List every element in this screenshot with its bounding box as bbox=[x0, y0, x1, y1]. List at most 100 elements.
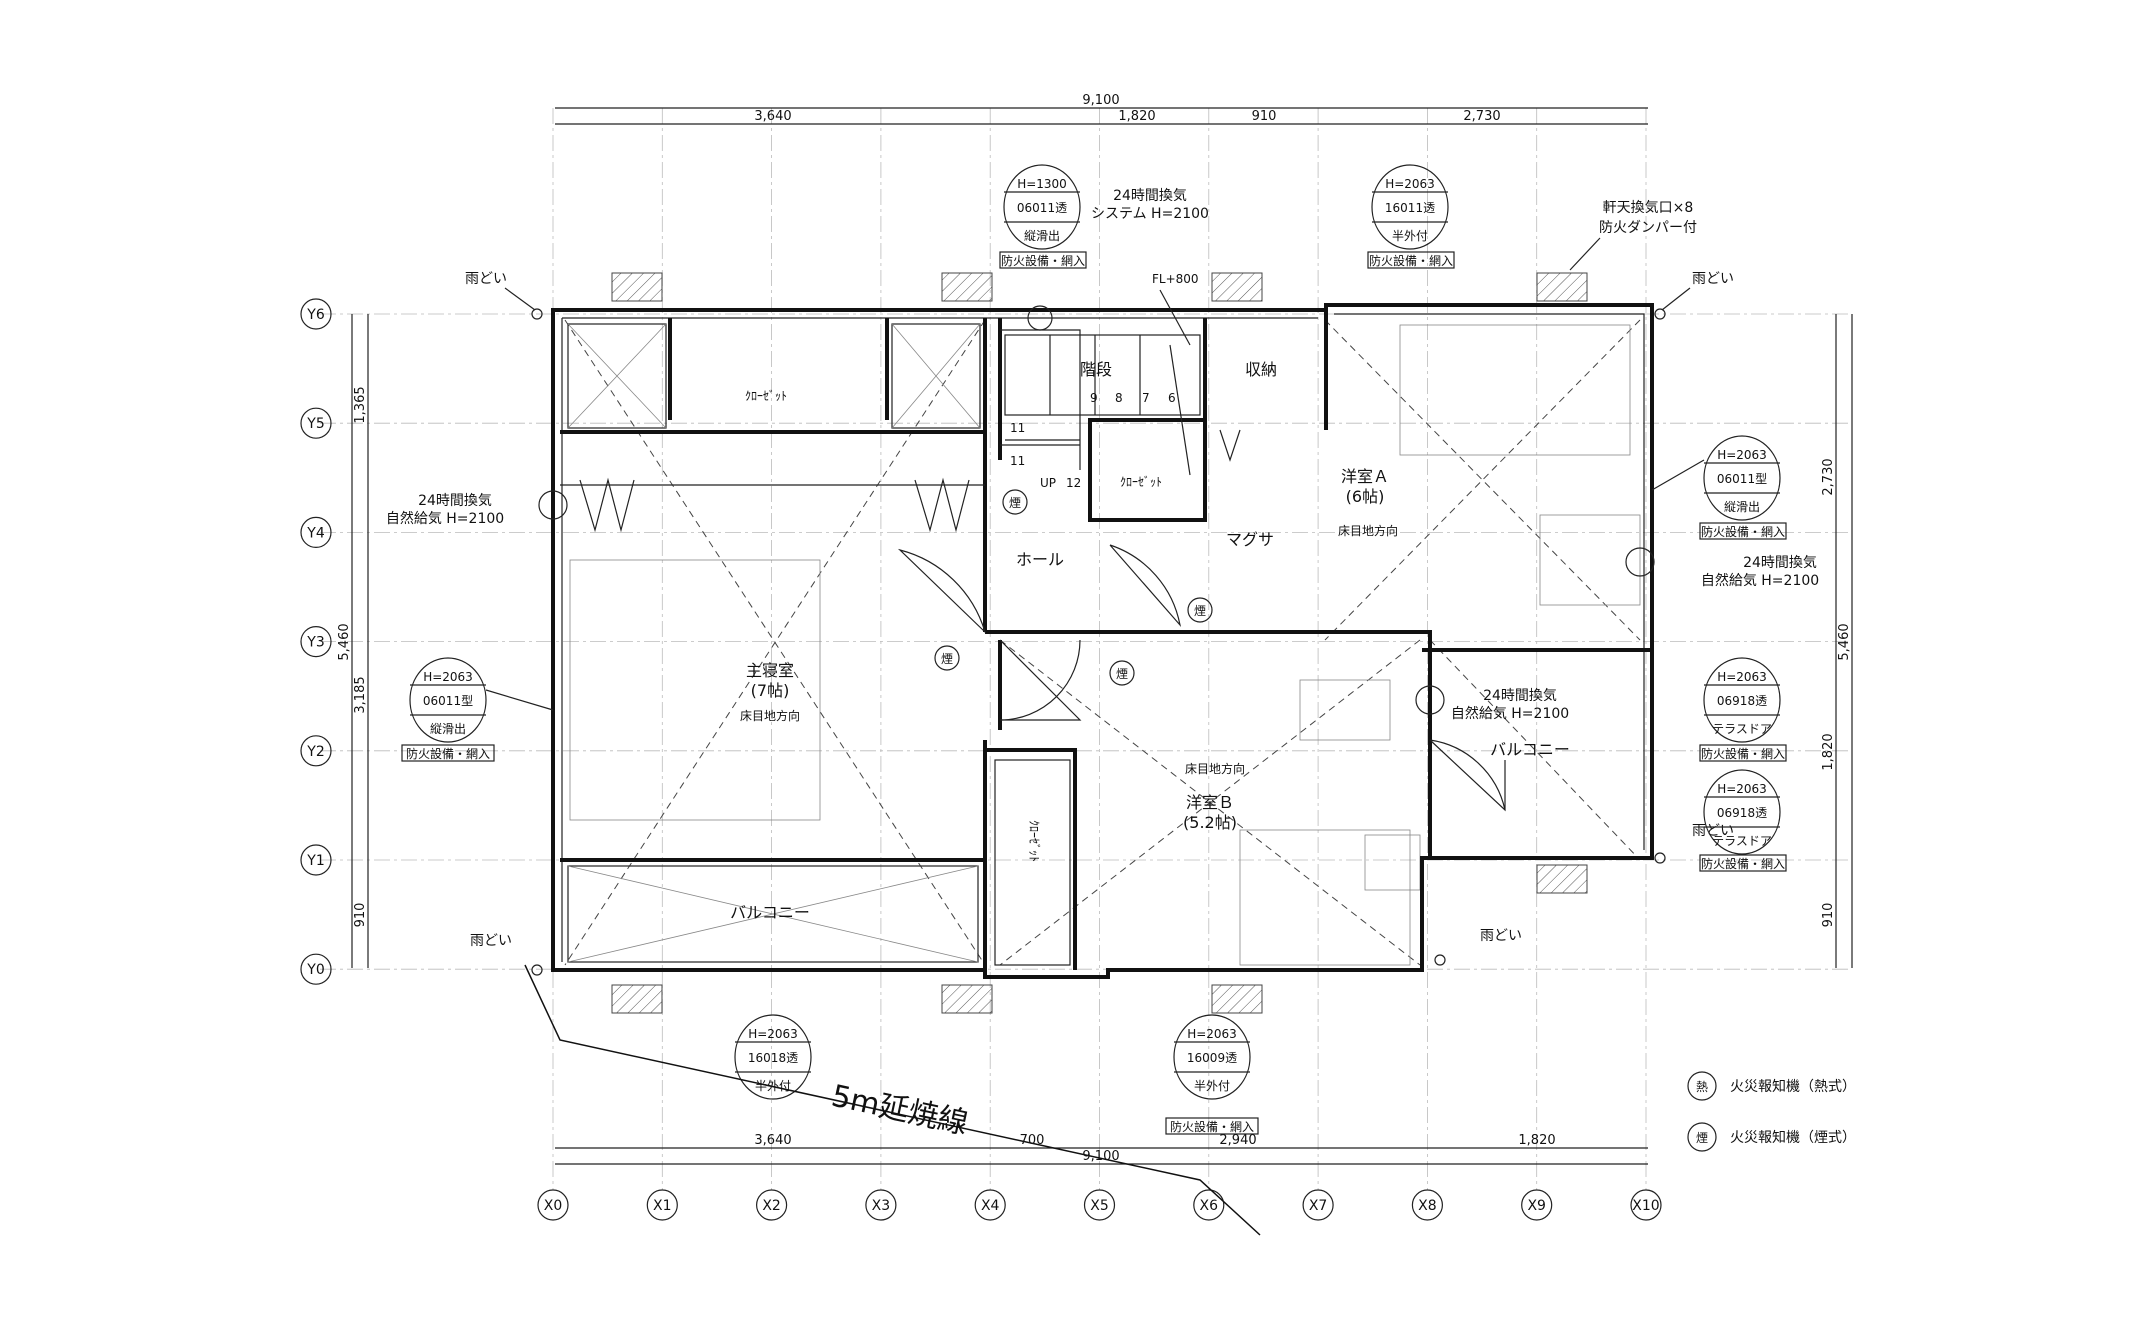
stair-num-11b: 11 bbox=[1010, 454, 1025, 468]
room-storage: 収納 bbox=[1245, 360, 1277, 379]
room-magusa: マグサ bbox=[1226, 530, 1274, 549]
room-a-name: 洋室Ａ bbox=[1341, 467, 1389, 486]
eave-vents bbox=[611, 272, 1588, 1014]
dim-right-1: 2,730 bbox=[1821, 458, 1836, 495]
wr3-code: 06918透 bbox=[1717, 806, 1767, 820]
fire-line-label: 5m延焼線 bbox=[828, 1079, 971, 1142]
wl-note: 防火設備・網入 bbox=[406, 746, 490, 761]
axis-label-y4: Y4 bbox=[306, 525, 325, 541]
axis-bubble-x1 bbox=[646, 1189, 678, 1221]
room-closet-b: ｸﾛｰｾﾞｯﾄ bbox=[1027, 820, 1041, 862]
axis-label-x9: X9 bbox=[1527, 1198, 1546, 1214]
wr1-code: 06011型 bbox=[1717, 472, 1767, 486]
axis-bubble-y5 bbox=[300, 407, 332, 439]
top-dimensions: 9,100 3,640 1,820 910 2,730 bbox=[555, 93, 1648, 125]
axis-bubble-x3 bbox=[865, 1189, 897, 1221]
axis-bubble-y0 bbox=[300, 953, 332, 985]
wt2-h: H=2063 bbox=[1385, 177, 1435, 191]
left-dimensions: 1,365 3,185 910 5,460 bbox=[337, 314, 369, 968]
room-b-size: (5.2帖) bbox=[1183, 813, 1237, 832]
legend: 熱 火災報知機（熱式） 煙 火災報知機（煙式） bbox=[1687, 1071, 1856, 1152]
wl-h: H=2063 bbox=[423, 670, 473, 684]
room-labels: ｸﾛｰｾﾞｯﾄ 階段 収納 ｸﾛｰｾﾞｯﾄ 洋室Ａ (6帖) 床目地方向 ホール… bbox=[730, 360, 1570, 922]
legend-sym-smoke: 煙 bbox=[1696, 1131, 1708, 1145]
gutter-bottom-right: 雨どい bbox=[1480, 928, 1522, 944]
dim-right-3: 910 bbox=[1821, 903, 1836, 928]
wr2-code: 06918透 bbox=[1717, 694, 1767, 708]
bottom-dimensions: 3,640 700 2,940 1,820 9,100 bbox=[555, 1133, 1648, 1165]
room-diagonals bbox=[564, 319, 1641, 966]
axis-label-y6: Y6 bbox=[306, 307, 325, 323]
wt2-code: 16011透 bbox=[1385, 201, 1435, 215]
stair-up: UP bbox=[1040, 476, 1056, 490]
wb2-note: 防火設備・網入 bbox=[1170, 1119, 1254, 1134]
dim-top-2: 1,820 bbox=[1118, 109, 1155, 124]
axis-label-x6: X6 bbox=[1200, 1198, 1219, 1214]
window-tag-left: H=2063 06011型 縦滑出 防火設備・網入 bbox=[401, 657, 554, 762]
wt1-code: 06011透 bbox=[1017, 201, 1067, 215]
room-balcony-bottom: バルコニー bbox=[730, 903, 810, 922]
window-tag-right2: H=2063 06918透 テラスドア 防火設備・網入 bbox=[1699, 657, 1787, 762]
axis-label-x0: X0 bbox=[544, 1198, 563, 1214]
vent-right-2: 自然給気 H=2100 bbox=[1701, 572, 1819, 589]
wr2-h: H=2063 bbox=[1717, 670, 1767, 684]
gutter-top-right: 雨どい bbox=[1692, 271, 1734, 287]
room-closet-mid: ｸﾛｰｾﾞｯﾄ bbox=[1120, 475, 1162, 489]
vent-top-1: 24時間換気 bbox=[1113, 188, 1187, 204]
axis-bubble-y2 bbox=[300, 735, 332, 767]
furniture-outlines bbox=[569, 324, 1641, 966]
walls bbox=[551, 303, 1654, 979]
axis-label-y2: Y2 bbox=[306, 744, 324, 760]
wr3-note: 防火設備・網入 bbox=[1701, 856, 1785, 871]
window-tag-bottom1: H=2063 16018透 半外付 bbox=[734, 1014, 812, 1100]
axis-label-x3: X3 bbox=[872, 1198, 891, 1214]
stair-num-11a: 11 bbox=[1010, 421, 1025, 435]
stairs: 9 8 7 6 11 11 UP 12 FL+800 bbox=[1004, 272, 1201, 490]
axis-label-y1: Y1 bbox=[306, 853, 324, 869]
wb2-type: 半外付 bbox=[1194, 1079, 1230, 1093]
dim-bottom-3: 2,940 bbox=[1219, 1133, 1256, 1148]
vent-left-label: 24時間換気 自然給気 H=2100 bbox=[386, 490, 568, 527]
axis-bubble-y3 bbox=[300, 625, 332, 658]
axis-label-x7: X7 bbox=[1309, 1198, 1328, 1214]
room-b-floor-dir: 床目地方向 bbox=[1185, 761, 1245, 776]
axis-label-y5: Y5 bbox=[306, 416, 324, 432]
wt2-note: 防火設備・網入 bbox=[1369, 253, 1453, 268]
hatched-areas bbox=[567, 323, 1071, 966]
fl800-label: FL+800 bbox=[1152, 272, 1199, 286]
dim-left-2: 3,185 bbox=[353, 676, 368, 713]
wr2-note: 防火設備・網入 bbox=[1701, 746, 1785, 761]
wr3-type: テラスドア bbox=[1712, 834, 1772, 848]
vent-right-label: 24時間換気 自然給気 H=2100 bbox=[1625, 547, 1819, 589]
stair-num-7: 7 bbox=[1142, 391, 1150, 405]
window-tag-top1: H=1300 06011透 縦滑出 防火設備・網入 bbox=[999, 164, 1087, 269]
smoke-3: 煙 bbox=[941, 652, 953, 666]
wb1-code: 16018透 bbox=[748, 1051, 798, 1065]
wb2-h: H=2063 bbox=[1187, 1027, 1237, 1041]
room-closet-top: ｸﾛｰｾﾞｯﾄ bbox=[745, 389, 787, 403]
stair-num-9: 9 bbox=[1090, 391, 1098, 405]
vent-right-1: 24時間換気 bbox=[1743, 555, 1817, 571]
room-a-floor-dir: 床目地方向 bbox=[1338, 523, 1398, 538]
wb2-code: 16009透 bbox=[1187, 1051, 1237, 1065]
room-b-name: 洋室Ｂ bbox=[1186, 793, 1234, 812]
stair-num-8: 8 bbox=[1115, 391, 1123, 405]
door-swings bbox=[897, 544, 1506, 812]
axis-bubble-y6 bbox=[300, 298, 332, 330]
wt2-type: 半外付 bbox=[1392, 229, 1428, 243]
stair-num-6: 6 bbox=[1168, 391, 1176, 405]
axis-bubble-x2 bbox=[755, 1189, 788, 1221]
eave-vent-label: 軒天換気口×8 防火ダンパー付 bbox=[1569, 200, 1697, 271]
eave-vent-1: 軒天換気口×8 bbox=[1603, 200, 1694, 216]
wb1-h: H=2063 bbox=[748, 1027, 798, 1041]
dim-left-3: 910 bbox=[353, 903, 368, 928]
wt1-type: 縦滑出 bbox=[1024, 229, 1060, 243]
axis-label-x10: X10 bbox=[1632, 1198, 1659, 1214]
wr1-h: H=2063 bbox=[1717, 448, 1767, 462]
wl-code: 06011型 bbox=[423, 694, 473, 708]
axis-bubble-x8 bbox=[1411, 1189, 1444, 1221]
vent-left-2: 自然給気 H=2100 bbox=[386, 510, 504, 527]
